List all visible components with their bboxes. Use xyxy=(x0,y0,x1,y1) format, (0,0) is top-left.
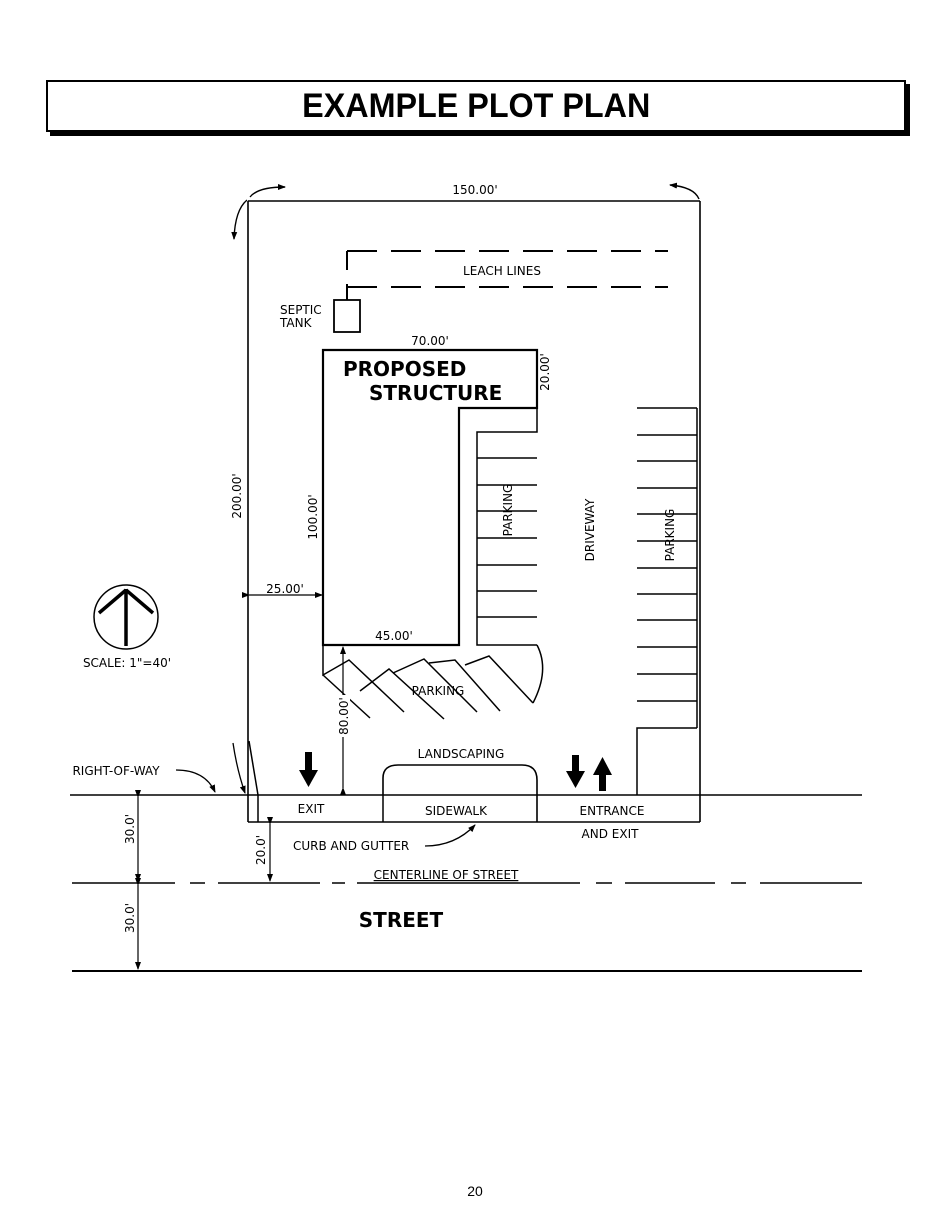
entrance-label-2: AND EXIT xyxy=(582,827,640,841)
parking-front xyxy=(322,645,534,720)
scale-label: SCALE: 1"=40' xyxy=(83,656,171,670)
curb-arrow-icon xyxy=(424,824,476,847)
parking-front-label: PARKING xyxy=(412,684,465,698)
lot-width-label: 150.00' xyxy=(452,183,497,197)
parking-right xyxy=(636,407,698,795)
leach-lines xyxy=(347,250,668,288)
lot-line-arrow-icon xyxy=(232,742,246,794)
entrance-label-1: ENTRANCE xyxy=(580,804,645,818)
lot-boundary xyxy=(247,200,701,823)
structure-base-width-label: 45.00' xyxy=(375,629,413,643)
structure-wing-depth-label: 20.00' xyxy=(538,353,552,391)
north-arrow-icon xyxy=(93,584,159,650)
septic-tank xyxy=(333,299,361,333)
row-dimension-label: 30.0' xyxy=(123,814,137,844)
septic-label-1: SEPTIC xyxy=(280,303,322,317)
lot-depth-label: 200.00' xyxy=(230,473,244,518)
landscaping-label: LANDSCAPING xyxy=(418,747,505,761)
parking-left-label: PARKING xyxy=(501,484,515,537)
street-label: STREET xyxy=(359,908,444,932)
corner-arrow-icon xyxy=(231,182,700,240)
front-setback-label: 80.00' xyxy=(337,697,351,735)
driveway-label: DRIVEWAY xyxy=(583,498,597,561)
curb-dimension-label: 20.0' xyxy=(254,835,268,865)
entrance-down-arrow-icon xyxy=(566,755,585,788)
septic-label-2: TANK xyxy=(279,316,313,330)
right-of-way-arrow-icon xyxy=(175,769,216,793)
landscaping-island xyxy=(382,764,538,822)
side-setback-label: 25.00' xyxy=(266,582,304,596)
entrance-up-arrow-icon xyxy=(593,757,612,791)
structure-depth-label: 100.00' xyxy=(306,494,320,539)
right-of-way-label: RIGHT-OF-WAY xyxy=(72,764,160,778)
exit-arrow-icon xyxy=(299,752,318,787)
leach-lines-label: LEACH LINES xyxy=(463,264,541,278)
page-number: 20 xyxy=(467,1183,483,1199)
structure-label-2: STRUCTURE xyxy=(369,381,502,405)
curb-label: CURB AND GUTTER xyxy=(293,839,409,853)
parking-left xyxy=(476,408,544,704)
street-half-dimension-label: 30.0' xyxy=(123,903,137,933)
title-box: EXAMPLE PLOT PLAN xyxy=(46,80,906,132)
sidewalk-label: SIDEWALK xyxy=(425,804,488,818)
page-title: EXAMPLE PLOT PLAN xyxy=(301,86,651,125)
exit-label: EXIT xyxy=(298,802,325,816)
structure-width-label: 70.00' xyxy=(411,334,449,348)
centerline-label: CENTERLINE OF STREET xyxy=(374,868,519,882)
parking-right-label: PARKING xyxy=(663,509,677,562)
structure-label-1: PROPOSED xyxy=(343,357,466,381)
